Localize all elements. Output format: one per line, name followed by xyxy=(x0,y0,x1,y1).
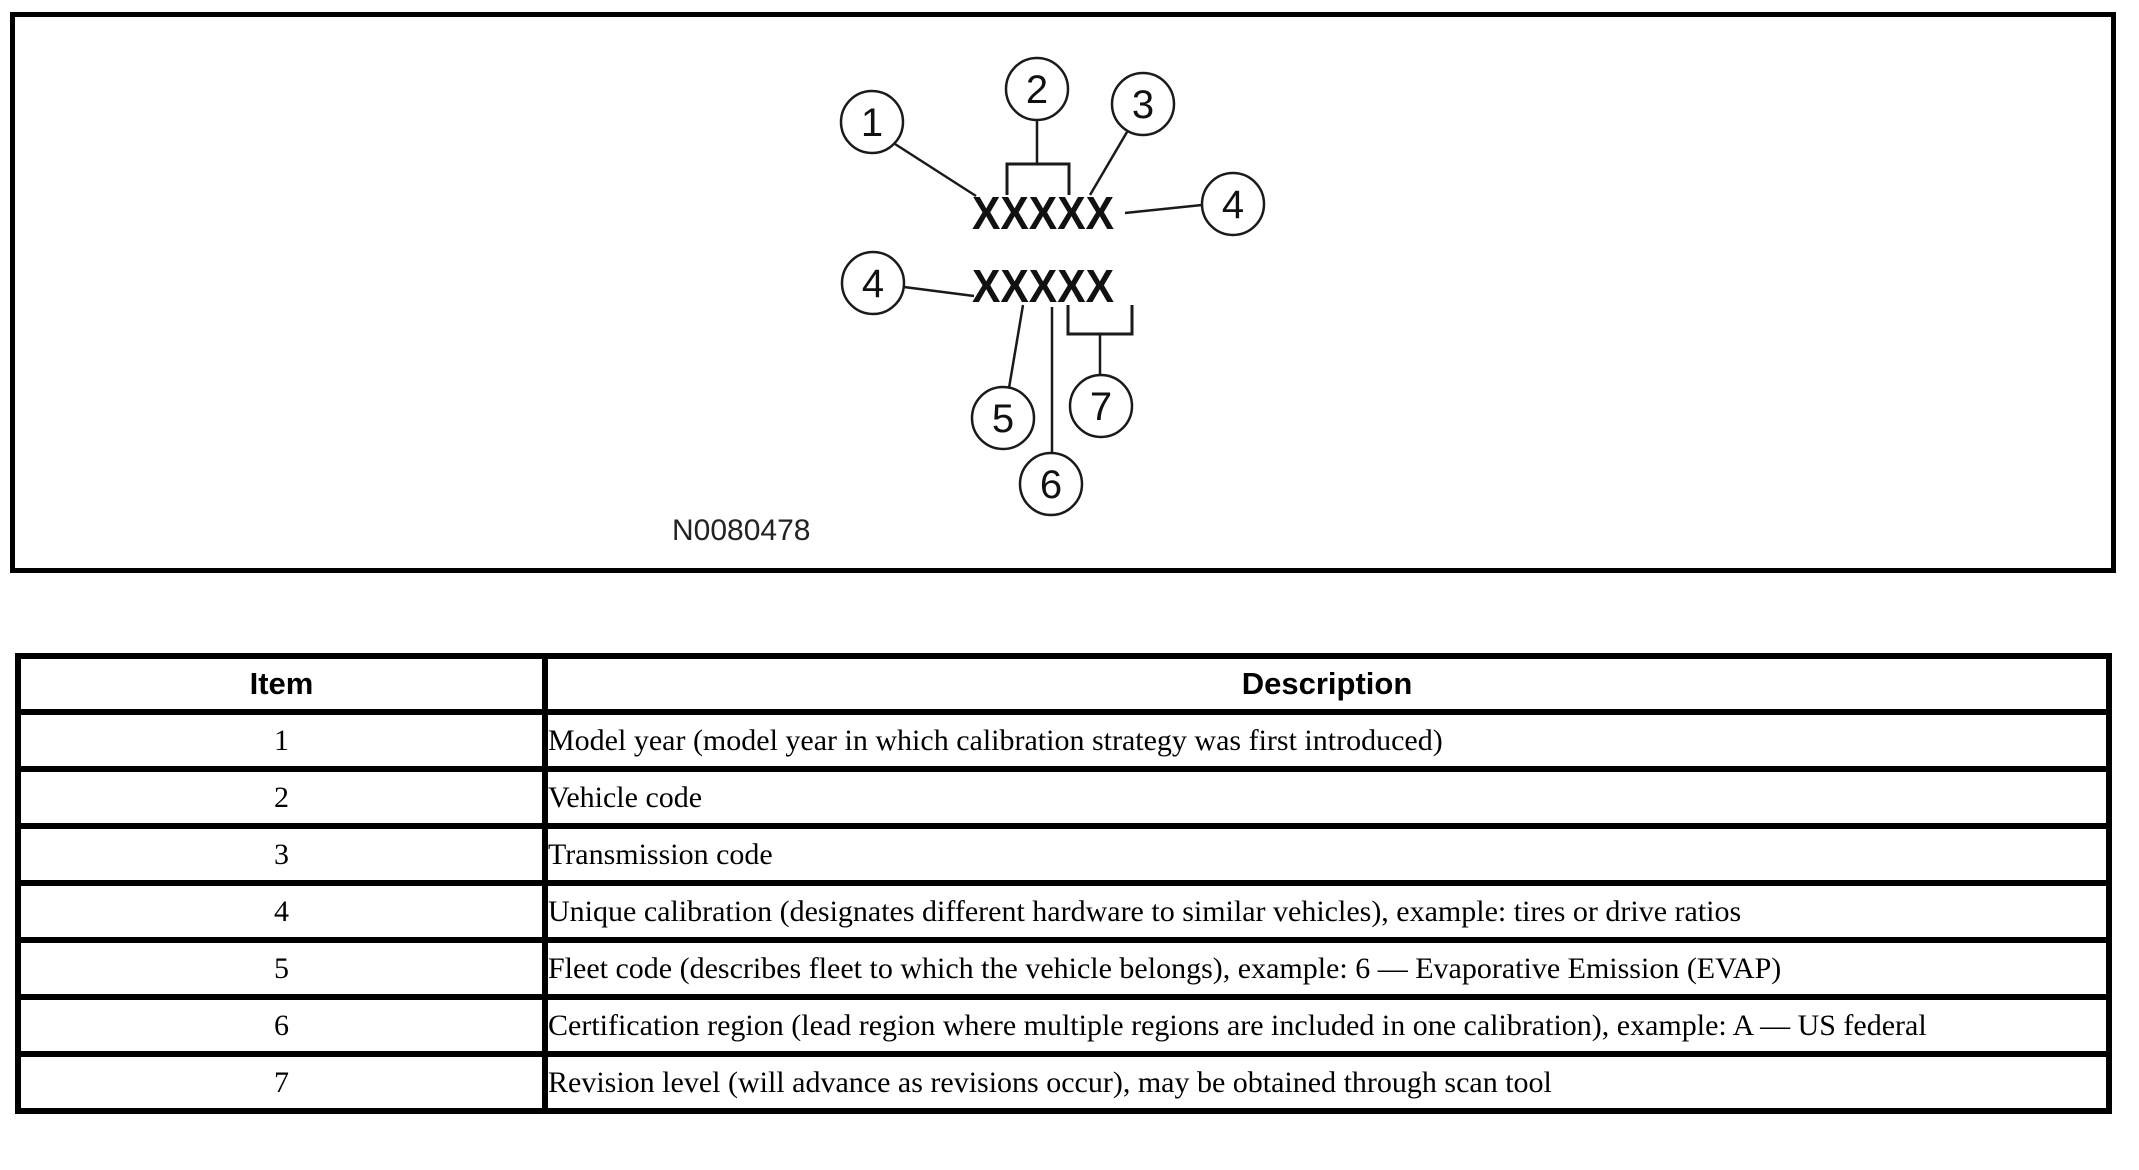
table-row: 7 Revision level (will advance as revisi… xyxy=(15,1051,2112,1114)
description-cell: Vehicle code xyxy=(542,766,2112,829)
col-header-item: Item xyxy=(15,653,548,715)
figure-frame xyxy=(10,12,2116,573)
table-row: 2 Vehicle code xyxy=(15,766,2112,829)
description-cell: Fleet code (describes fleet to which the… xyxy=(542,937,2112,1000)
item-cell: 5 xyxy=(15,937,548,1000)
item-cell: 2 xyxy=(15,766,548,829)
legend-table: Item Description 1 Model year (model yea… xyxy=(15,653,2112,1114)
table-row: 5 Fleet code (describes fleet to which t… xyxy=(15,937,2112,1000)
item-cell: 7 xyxy=(15,1051,548,1114)
description-cell: Transmission code xyxy=(542,823,2112,886)
description-cell: Revision level (will advance as revision… xyxy=(542,1051,2112,1114)
description-cell: Unique calibration (designates different… xyxy=(542,880,2112,943)
item-cell: 4 xyxy=(15,880,548,943)
item-cell: 6 xyxy=(15,994,548,1057)
table-row: 1 Model year (model year in which calibr… xyxy=(15,709,2112,772)
table-row: 3 Transmission code xyxy=(15,823,2112,886)
description-cell: Model year (model year in which calibrat… xyxy=(542,709,2112,772)
description-cell: Certification region (lead region where … xyxy=(542,994,2112,1057)
item-cell: 3 xyxy=(15,823,548,886)
legend-header-row: Item Description xyxy=(15,653,2112,715)
table-row: 6 Certification region (lead region wher… xyxy=(15,994,2112,1057)
table-row: 4 Unique calibration (designates differe… xyxy=(15,880,2112,943)
item-cell: 1 xyxy=(15,709,548,772)
col-header-description: Description xyxy=(542,653,2112,715)
